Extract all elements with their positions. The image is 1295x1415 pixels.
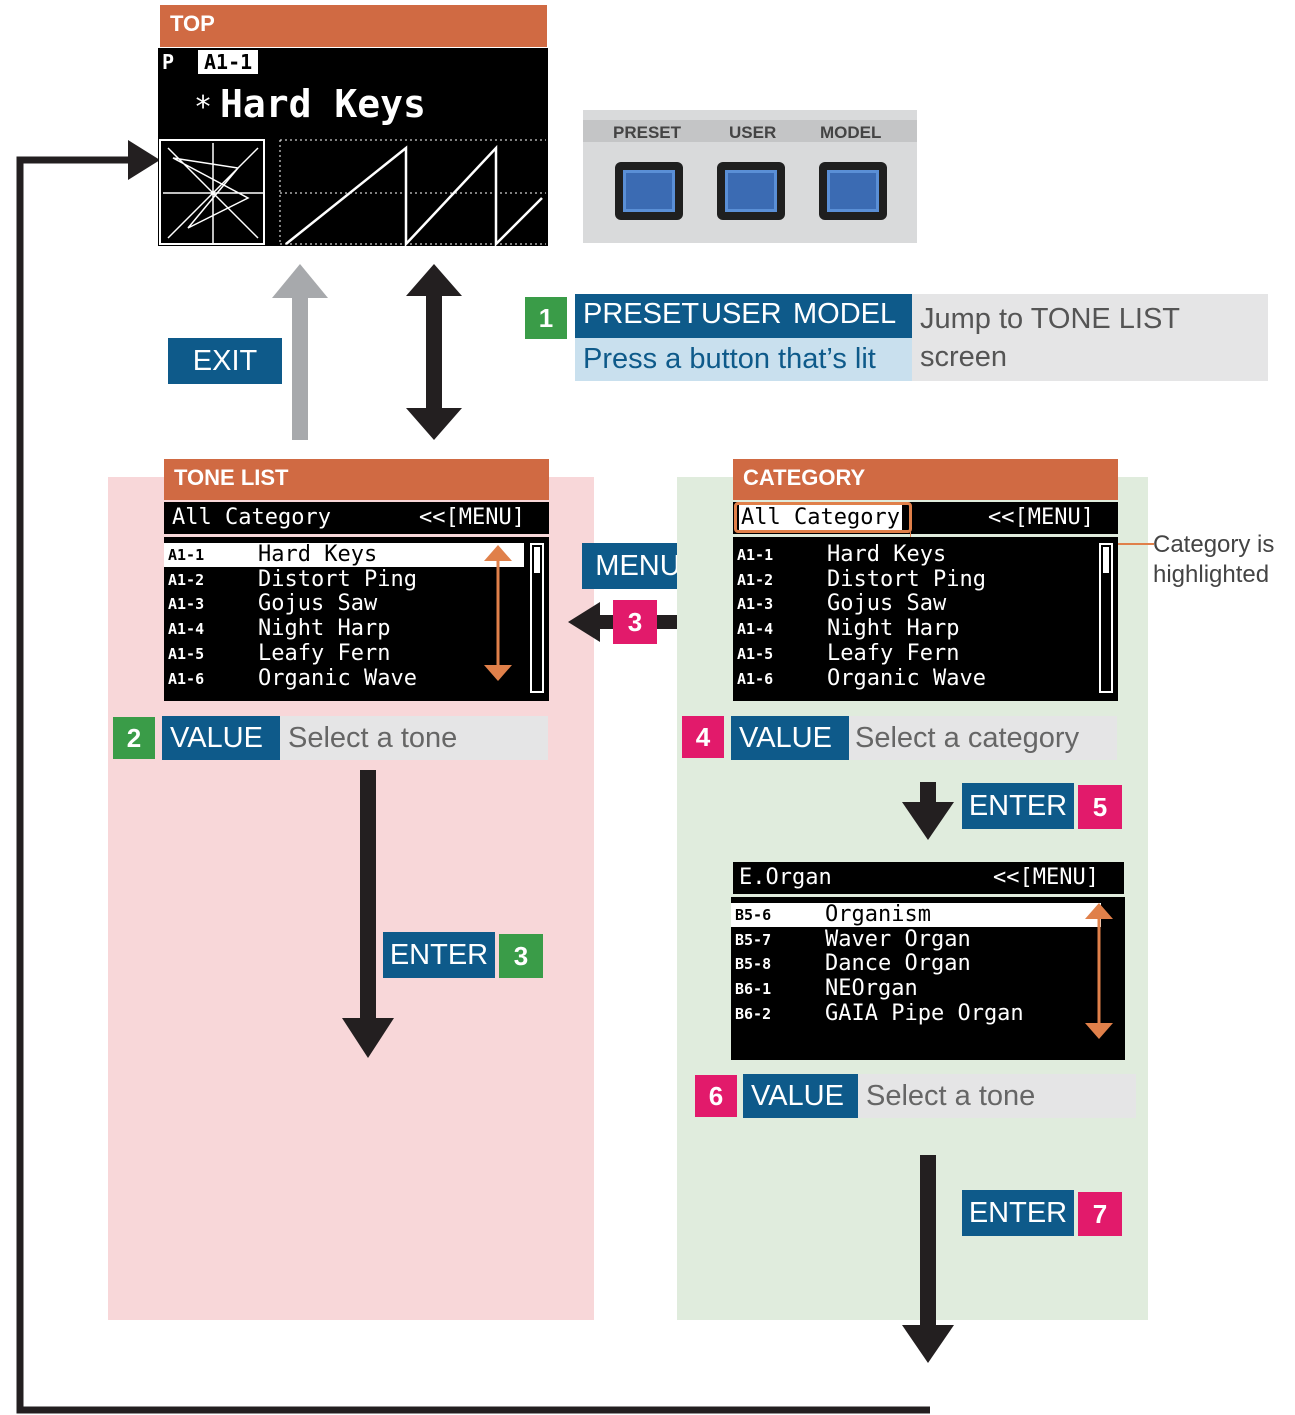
step1-user: USER [701, 298, 782, 330]
step1-desc-line2: screen [920, 341, 1008, 373]
step1-model: MODEL [793, 298, 897, 330]
step1-description: Jump to TONE LIST screen [912, 294, 1268, 381]
exit-button[interactable]: EXIT [168, 338, 282, 384]
value-knob-label[interactable]: VALUE [743, 1074, 858, 1118]
user-label: USER [729, 123, 777, 142]
model-label: MODEL [820, 123, 882, 142]
bidirectional-arrow [406, 264, 462, 440]
value-knob-label[interactable]: VALUE [731, 716, 849, 760]
step-1-number: 1 [525, 297, 567, 339]
enter-button[interactable]: ENTER [383, 932, 495, 978]
step-4-number: 4 [682, 716, 724, 758]
enter-button[interactable]: ENTER [962, 783, 1074, 829]
callout-line1: Category is [1153, 531, 1275, 558]
category-highlighted-title: All Category [739, 505, 902, 530]
tone-list-menu-hint: <<[MENU] [419, 505, 525, 530]
category-down-arrow [902, 782, 954, 840]
step1-desc-line1: Jump to TONE LIST [920, 303, 1181, 335]
callout-text: Category is highlighted [1153, 530, 1274, 590]
top-header: TOP [160, 5, 547, 47]
user-button[interactable] [717, 162, 785, 220]
category-title-bar: All Category <<[MENU] [733, 502, 1118, 534]
preset-label: PRESET [613, 123, 682, 142]
step-7-number: 7 [1078, 1192, 1122, 1236]
preset-button[interactable] [615, 162, 683, 220]
scrollbar[interactable] [1099, 543, 1113, 693]
step6-text: Select a tone [858, 1074, 1136, 1118]
mode-indicator: P [162, 50, 175, 74]
tone-list-title-bar: All Category <<[MENU] [164, 502, 549, 534]
step-5-number: 5 [1078, 785, 1122, 829]
model-button[interactable] [819, 162, 887, 220]
category-highlight-box [734, 502, 912, 533]
tone-number: A1-1 [198, 50, 259, 74]
organ-title-bar: E.Organ <<[MENU] [733, 862, 1124, 894]
category-menu-hint: <<[MENU] [988, 505, 1094, 530]
organ-category-title: E.Organ [739, 865, 832, 890]
menu-button[interactable]: MENU [582, 543, 694, 589]
step4-text: Select a category [849, 716, 1117, 760]
button-panel: PRESET USER MODEL [583, 110, 917, 243]
waveform-graphic [159, 139, 546, 246]
tone-list-category-title: All Category [172, 505, 331, 530]
scroll-updown-arrow [484, 545, 512, 681]
step-2-number: 2 [113, 717, 155, 759]
step1-preset: PRESET [583, 298, 700, 330]
exit-arrow [272, 264, 328, 440]
organ-menu-hint: <<[MENU] [993, 865, 1099, 890]
organ-down-arrow [902, 1155, 954, 1363]
step-3-number: 3 [499, 934, 543, 978]
step2-text: Select a tone [280, 716, 548, 760]
scroll-updown-arrow [1085, 903, 1113, 1039]
top-lcd-screen: P A1-1 * Hard Keys [158, 48, 548, 246]
tone-list-down-arrow [342, 770, 394, 1058]
step1-action: Press a button that’s lit [575, 338, 912, 381]
star-mark: * [194, 90, 213, 125]
step-3-menu-number: 3 [613, 600, 657, 644]
enter-button[interactable]: ENTER [962, 1190, 1074, 1236]
category-header: CATEGORY [733, 459, 1118, 500]
step-6-number: 6 [695, 1075, 737, 1117]
step1-buttons-label: PRESET USER MODEL [575, 294, 912, 338]
value-knob-label[interactable]: VALUE [162, 716, 280, 760]
tone-name-large: Hard Keys [220, 82, 426, 126]
callout-line2: highlighted [1153, 561, 1270, 588]
tone-list-header: TONE LIST [164, 459, 549, 500]
scrollbar[interactable] [530, 543, 544, 693]
